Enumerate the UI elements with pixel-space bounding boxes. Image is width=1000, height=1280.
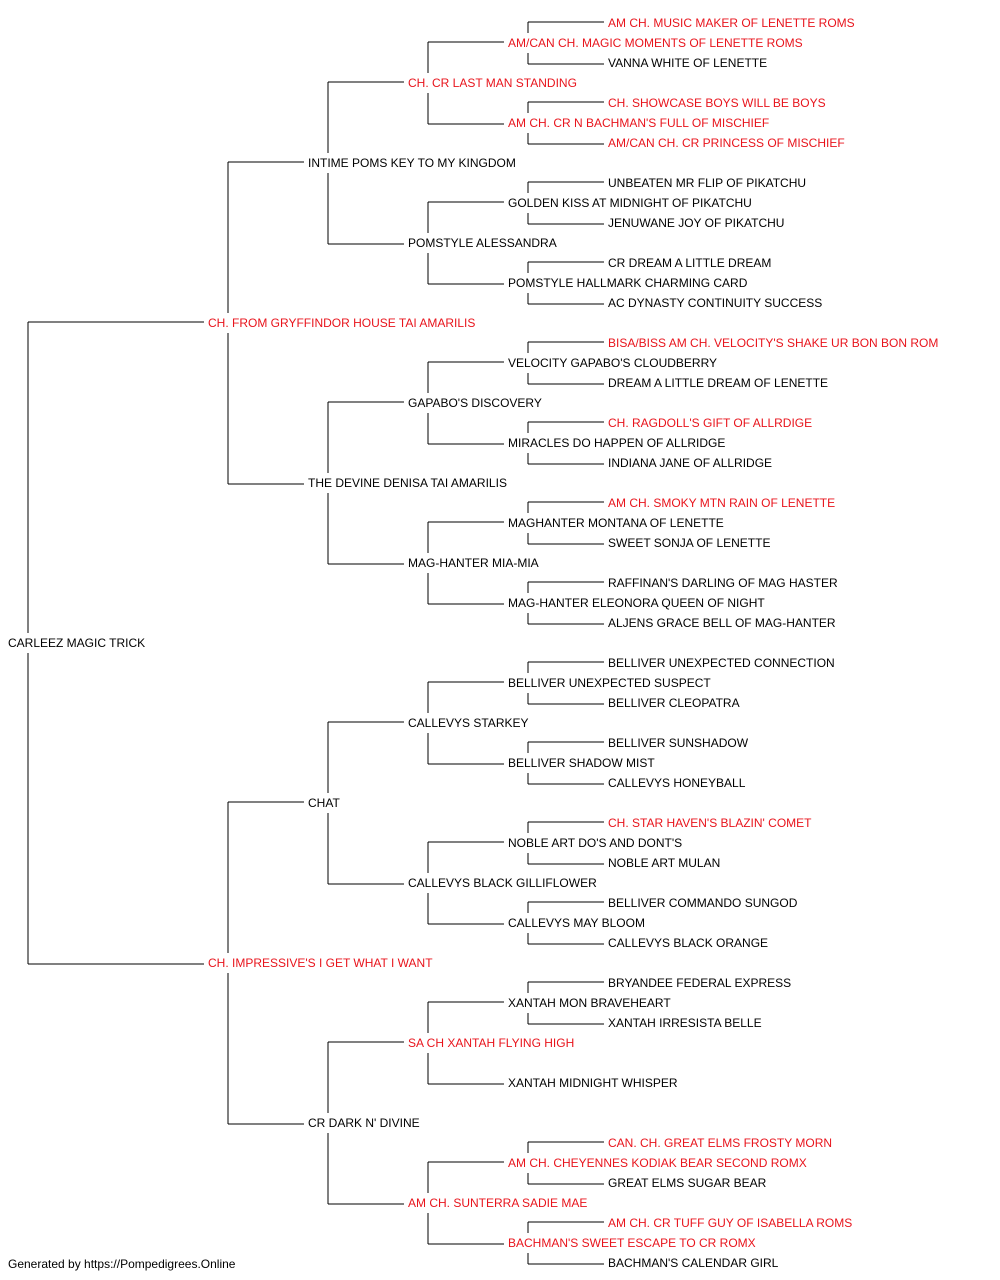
dog-name: BELLIVER COMMANDO SUNGOD: [608, 896, 798, 910]
dog-name: CALLEVYS BLACK ORANGE: [608, 936, 768, 950]
dog-name: CH. STAR HAVEN'S BLAZIN' COMET: [608, 816, 812, 830]
dog-name: CR DREAM A LITTLE DREAM: [608, 256, 771, 270]
dog-name: MAGHANTER MONTANA OF LENETTE: [508, 516, 724, 530]
dog-name: GAPABO'S DISCOVERY: [408, 396, 542, 410]
dog-name: AM CH. SMOKY MTN RAIN OF LENETTE: [608, 496, 835, 510]
dog-name: NOBLE ART MULAN: [608, 856, 720, 870]
dog-name: RAFFINAN'S DARLING OF MAG HASTER: [608, 576, 838, 590]
dog-name: ALJENS GRACE BELL OF MAG-HANTER: [608, 616, 836, 630]
dog-name: POMSTYLE HALLMARK CHARMING CARD: [508, 276, 748, 290]
dog-name: CARLEEZ MAGIC TRICK: [8, 636, 145, 650]
dog-name: BELLIVER SUNSHADOW: [608, 736, 749, 750]
dog-name: THE DEVINE DENISA TAI AMARILIS: [308, 476, 507, 490]
dog-name: MIRACLES DO HAPPEN OF ALLRIDGE: [508, 436, 725, 450]
dog-name: AM CH. SUNTERRA SADIE MAE: [408, 1196, 587, 1210]
dog-name: CR DARK N' DIVINE: [308, 1116, 420, 1130]
dog-name: GREAT ELMS SUGAR BEAR: [608, 1176, 767, 1190]
dog-name: CH. CR LAST MAN STANDING: [408, 76, 577, 90]
dog-name: CH. RAGDOLL'S GIFT OF ALLRDIGE: [608, 416, 812, 430]
dog-name: CH. SHOWCASE BOYS WILL BE BOYS: [608, 96, 826, 110]
dog-name: SA CH XANTAH FLYING HIGH: [408, 1036, 574, 1050]
dog-name: CAN. CH. GREAT ELMS FROSTY MORN: [608, 1136, 832, 1150]
dog-name: AM/CAN CH. CR PRINCESS OF MISCHIEF: [608, 136, 845, 150]
dog-name: DREAM A LITTLE DREAM OF LENETTE: [608, 376, 828, 390]
dog-name: BELLIVER SHADOW MIST: [508, 756, 655, 770]
dog-name: BELLIVER UNEXPECTED CONNECTION: [608, 656, 835, 670]
dog-name: NOBLE ART DO'S AND DONT'S: [508, 836, 682, 850]
dog-name: AC DYNASTY CONTINUITY SUCCESS: [608, 296, 822, 310]
dog-name: AM CH. CHEYENNES KODIAK BEAR SECOND ROMX: [508, 1156, 807, 1170]
dog-name: VANNA WHITE OF LENETTE: [608, 56, 767, 70]
dog-name: GOLDEN KISS AT MIDNIGHT OF PIKATCHU: [508, 196, 752, 210]
dog-name: POMSTYLE ALESSANDRA: [408, 236, 557, 250]
dog-name: XANTAH IRRESISTA BELLE: [608, 1016, 762, 1030]
dog-name: BACHMAN'S CALENDAR GIRL: [608, 1256, 779, 1270]
dog-name: MAG-HANTER MIA-MIA: [408, 556, 539, 570]
dog-name: BRYANDEE FEDERAL EXPRESS: [608, 976, 791, 990]
dog-name: XANTAH MON BRAVEHEART: [508, 996, 671, 1010]
dog-name: UNBEATEN MR FLIP OF PIKATCHU: [608, 176, 806, 190]
dog-name: SWEET SONJA OF LENETTE: [608, 536, 770, 550]
dog-name: AM/CAN CH. MAGIC MOMENTS OF LENETTE ROMS: [508, 36, 803, 50]
dog-name: BACHMAN'S SWEET ESCAPE TO CR ROMX: [508, 1236, 756, 1250]
dog-name: CHAT: [308, 796, 340, 810]
dog-name: CH. IMPRESSIVE'S I GET WHAT I WANT: [208, 956, 433, 970]
dog-name: INTIME POMS KEY TO MY KINGDOM: [308, 156, 516, 170]
generated-by-footer: Generated by https://Pompedigrees.Online: [8, 1257, 236, 1271]
dog-name: BELLIVER UNEXPECTED SUSPECT: [508, 676, 711, 690]
dog-name: CALLEVYS MAY BLOOM: [508, 916, 645, 930]
dog-name: MAG-HANTER ELEONORA QUEEN OF NIGHT: [508, 596, 765, 610]
dog-name: CALLEVYS BLACK GILLIFLOWER: [408, 876, 597, 890]
dog-name: VELOCITY GAPABO'S CLOUDBERRY: [508, 356, 717, 370]
dog-name: AM CH. MUSIC MAKER OF LENETTE ROMS: [608, 16, 855, 30]
dog-name: XANTAH MIDNIGHT WHISPER: [508, 1076, 678, 1090]
dog-name: JENUWANE JOY OF PIKATCHU: [608, 216, 784, 230]
dog-name: AM CH. CR TUFF GUY OF ISABELLA ROMS: [608, 1216, 852, 1230]
dog-name: CALLEVYS HONEYBALL: [608, 776, 746, 790]
dog-name: AM CH. CR N BACHMAN'S FULL OF MISCHIEF: [508, 116, 769, 130]
dog-name: INDIANA JANE OF ALLRIDGE: [608, 456, 772, 470]
dog-name: BISA/BISS AM CH. VELOCITY'S SHAKE UR BON…: [608, 336, 938, 350]
dog-name: CALLEVYS STARKEY: [408, 716, 529, 730]
dog-name: CH. FROM GRYFFINDOR HOUSE TAI AMARILIS: [208, 316, 475, 330]
dog-name: BELLIVER CLEOPATRA: [608, 696, 740, 710]
